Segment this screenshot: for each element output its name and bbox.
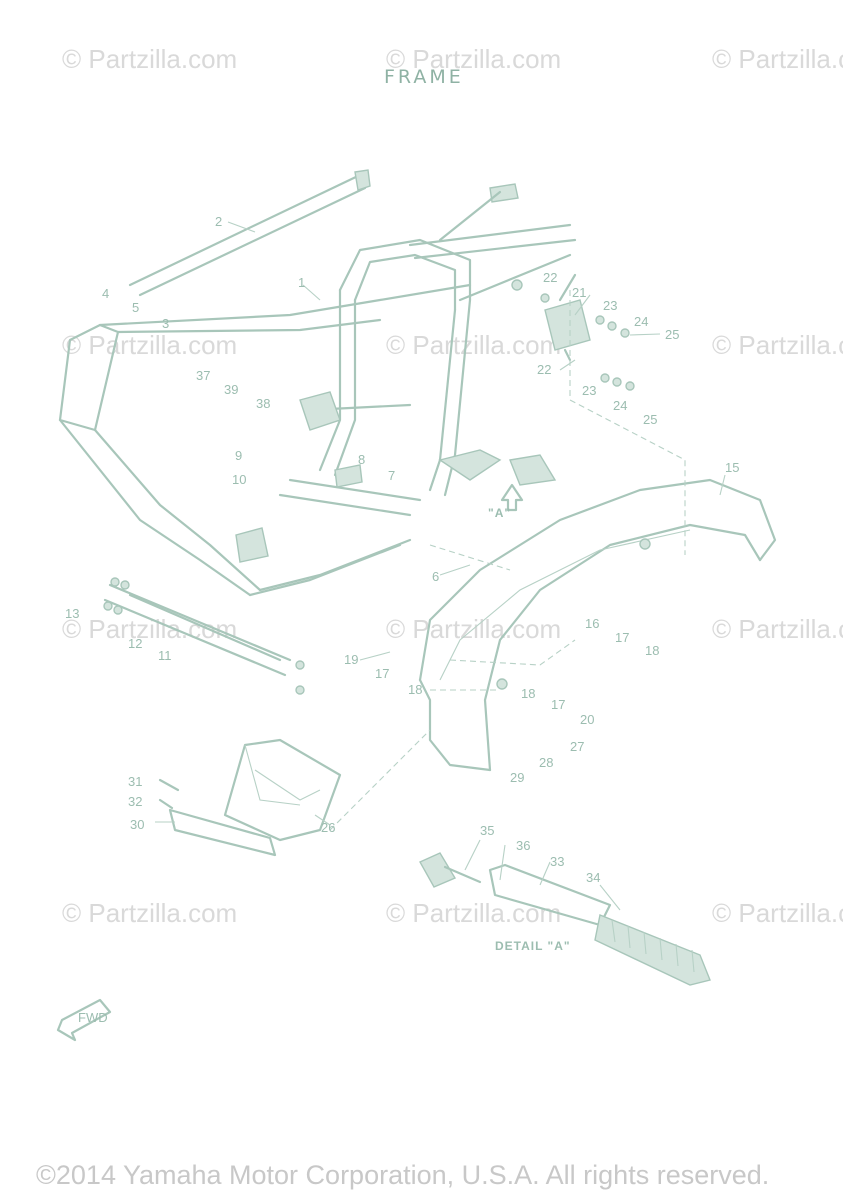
callout: 26 [321, 820, 335, 835]
watermark: © Partzilla.c [712, 330, 843, 360]
callout: 24 [634, 314, 648, 329]
callout: 31 [128, 774, 142, 789]
callout: 22 [543, 270, 557, 285]
callout: 32 [128, 794, 142, 809]
watermark: © Partzilla.com [386, 330, 562, 360]
view-marker-label: "A" [488, 506, 511, 520]
watermark: © Partzilla.c [712, 614, 843, 644]
callout: 2 [215, 214, 222, 229]
part-callouts: 1 2 3 4 5 6 7 8 9 10 11 12 13 15 16 17 1… [65, 214, 739, 885]
callout: 18 [408, 682, 422, 697]
callout: 13 [65, 606, 79, 621]
callout: 35 [480, 823, 494, 838]
callout: 30 [130, 817, 144, 832]
callout: 18 [645, 643, 659, 658]
bracket-assembly [158, 738, 342, 857]
callout: 4 [102, 286, 109, 301]
callout: 34 [586, 870, 600, 885]
rear-fender [418, 478, 777, 772]
callout: 18 [521, 686, 535, 701]
callout: 17 [615, 630, 629, 645]
copyright-notice: ©2014 Yamaha Motor Corporation, U.S.A. A… [36, 1160, 770, 1190]
main-frame [58, 223, 577, 597]
callout: 17 [375, 666, 389, 681]
callout: 21 [572, 285, 586, 300]
callout: 23 [603, 298, 617, 313]
callout: 25 [643, 412, 657, 427]
callout: 15 [725, 460, 739, 475]
callout: 36 [516, 838, 530, 853]
footrest-rod [103, 577, 305, 695]
callout: 19 [344, 652, 358, 667]
callout: 29 [510, 770, 524, 785]
diagram-title: FRAME [384, 66, 464, 88]
watermark: © Partzilla.com [62, 44, 238, 74]
callout: 11 [158, 648, 172, 663]
footrest-detail-a [419, 852, 711, 986]
callout: 33 [550, 854, 564, 869]
callout: 16 [585, 616, 599, 631]
callout: 28 [539, 755, 553, 770]
callout: 6 [432, 569, 439, 584]
callout: 22 [537, 362, 551, 377]
callout: 12 [128, 636, 142, 651]
watermark: © Partzilla.com [386, 44, 562, 74]
callout: 17 [551, 697, 565, 712]
callout: 23 [582, 383, 596, 398]
callout: 7 [388, 468, 395, 483]
watermark: © Partzilla.com [62, 330, 238, 360]
watermark: © Partzilla.c [712, 44, 843, 74]
fwd-arrow-icon [56, 998, 112, 1042]
callout: 1 [298, 275, 305, 290]
callout: 5 [132, 300, 139, 315]
callout: 39 [224, 382, 238, 397]
callout: 8 [358, 452, 365, 467]
watermark: © Partzilla.com [62, 898, 238, 928]
upper-rail [128, 169, 519, 297]
rear-shock [511, 273, 635, 391]
watermark: © Partzilla.c [712, 898, 843, 928]
view-arrow-icon [500, 483, 524, 512]
fwd-label: FWD [78, 1010, 108, 1025]
callout: 27 [570, 739, 584, 754]
callout: 3 [162, 316, 169, 331]
watermark: © Partzilla.com [386, 898, 562, 928]
callout: 25 [665, 327, 679, 342]
callout: 20 [580, 712, 594, 727]
callout: 38 [256, 396, 270, 411]
callout: 37 [196, 368, 210, 383]
callout: 9 [235, 448, 242, 463]
callout: 24 [613, 398, 627, 413]
detail-caption: DETAIL "A" [495, 939, 571, 953]
callout: 10 [232, 472, 246, 487]
